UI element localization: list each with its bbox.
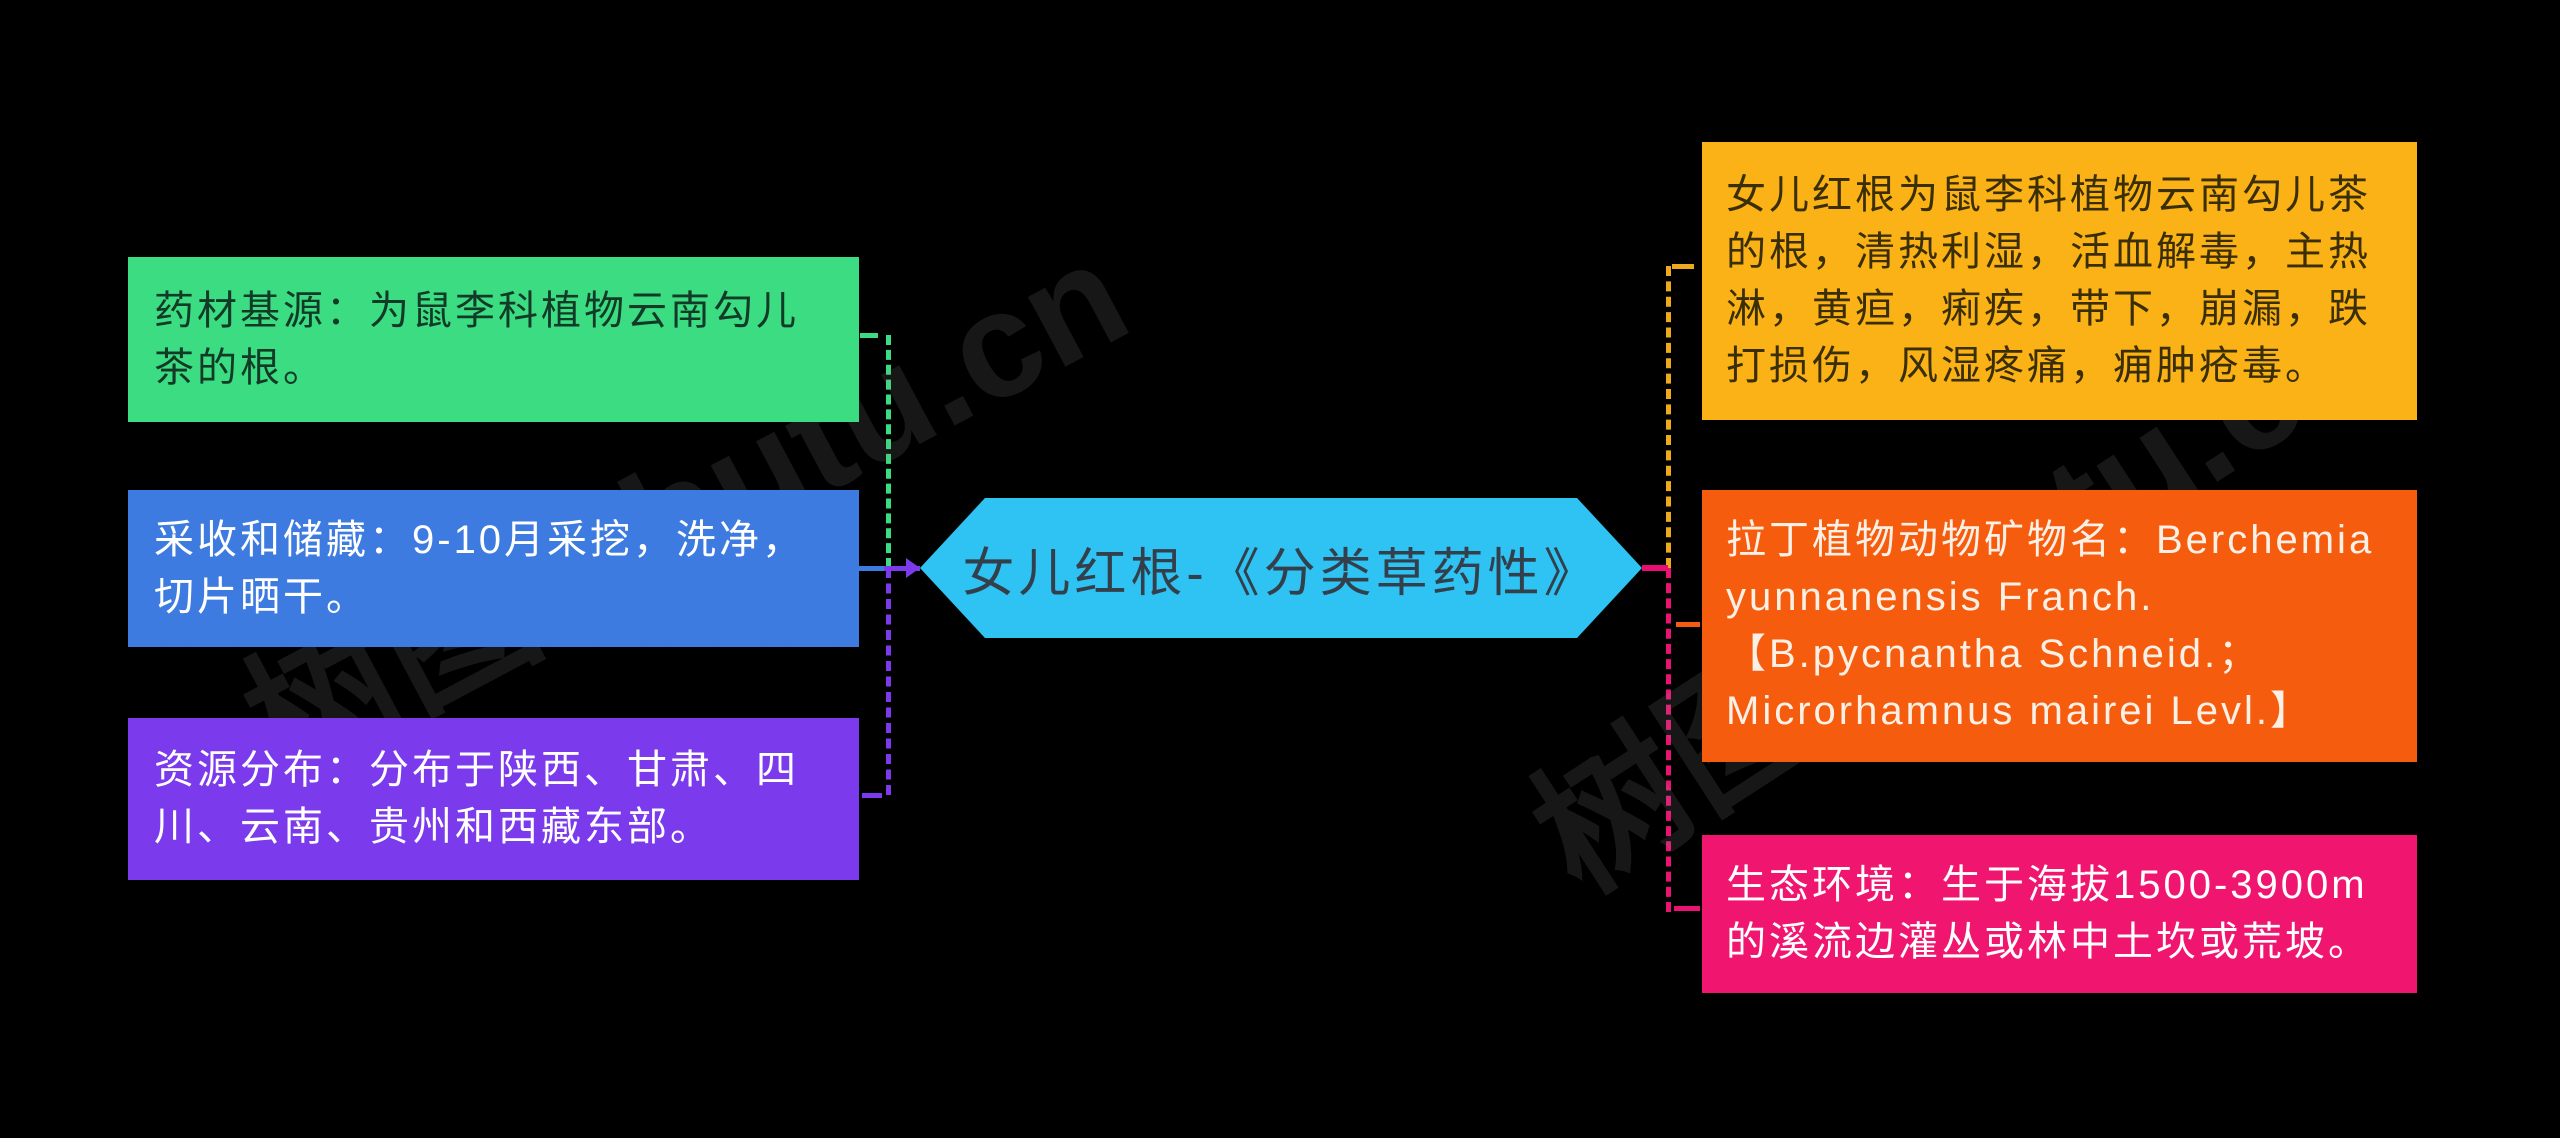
left-branch-line-bottom xyxy=(886,568,891,795)
node-material-source[interactable]: 药材基源：为鼠李科植物云南勾儿茶的根。 xyxy=(128,257,859,422)
connector-line-center-left xyxy=(884,566,920,571)
node-resource-distribution[interactable]: 资源分布：分布于陕西、甘肃、四川、云南、贵州和西藏东部。 xyxy=(128,718,859,880)
connector-line-center-right xyxy=(1642,565,1668,571)
connector-stub-ecology xyxy=(1674,906,1700,911)
right-branch-line-top xyxy=(1666,266,1671,568)
central-topic-node[interactable]: 女儿红根-《分类草药性》 xyxy=(920,498,1642,638)
node-efficacy[interactable]: 女儿红根为鼠李科植物云南勾儿茶的根，清热利湿，活血解毒，主热淋，黄疸，痢疾，带下… xyxy=(1702,142,2417,420)
left-branch-line-top xyxy=(886,335,891,568)
connector-stub-material-source xyxy=(860,333,878,338)
node-ecology[interactable]: 生态环境：生于海拔1500-3900m的溪流边灌丛或林中土坎或荒坡。 xyxy=(1702,835,2417,993)
connector-stub-harvest-storage xyxy=(859,566,884,571)
connector-stub-efficacy xyxy=(1672,264,1694,269)
node-material-source-label: 药材基源：为鼠李科植物云南勾儿茶的根。 xyxy=(154,288,799,390)
connector-stub-latin-name xyxy=(1676,622,1700,627)
node-latin-name-label: 拉丁植物动物矿物名：Berchemia yunnanensis Franch.【… xyxy=(1726,518,2375,733)
right-branch-line-bottom xyxy=(1666,568,1671,912)
central-topic-label: 女儿红根-《分类草药性》 xyxy=(962,544,1600,603)
node-harvest-storage[interactable]: 采收和储藏：9-10月采挖，洗净，切片晒干。 xyxy=(128,490,859,647)
node-ecology-label: 生态环境：生于海拔1500-3900m的溪流边灌丛或林中土坎或荒坡。 xyxy=(1726,863,2371,964)
node-efficacy-label: 女儿红根为鼠李科植物云南勾儿茶的根，清热利湿，活血解毒，主热淋，黄疸，痢疾，带下… xyxy=(1726,173,2371,388)
node-harvest-storage-label: 采收和储藏：9-10月采挖，洗净，切片晒干。 xyxy=(154,517,806,619)
connector-stub-resource-distribution xyxy=(862,793,882,798)
node-latin-name[interactable]: 拉丁植物动物矿物名：Berchemia yunnanensis Franch.【… xyxy=(1702,490,2417,762)
node-resource-distribution-label: 资源分布：分布于陕西、甘肃、四川、云南、贵州和西藏东部。 xyxy=(154,748,799,849)
arrowhead-center-left xyxy=(906,558,920,578)
